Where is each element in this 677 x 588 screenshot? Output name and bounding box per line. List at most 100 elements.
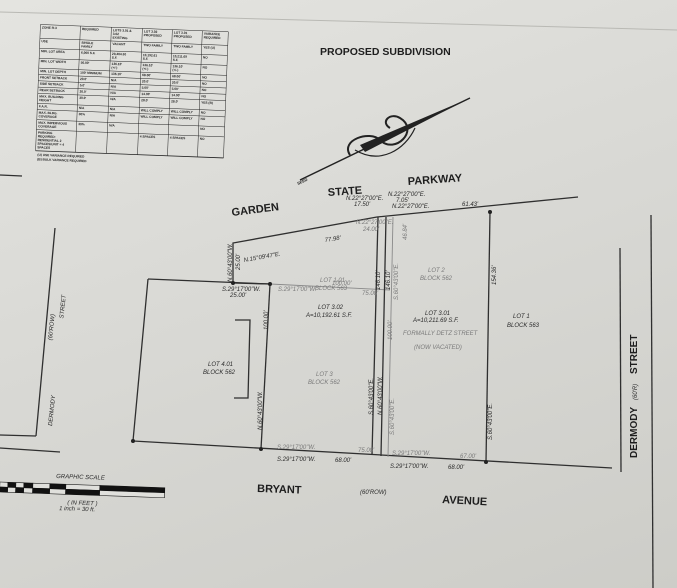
scale-segment <box>7 481 17 488</box>
scale-bar <box>0 481 166 499</box>
former-street-label: FORMALLY DETZ STREET <box>403 331 479 337</box>
dimension-label: S.60°43'00"E. <box>369 378 375 415</box>
table-cell: N/A <box>110 113 116 117</box>
scale-segment <box>15 487 25 494</box>
table-cell: N/A <box>110 97 116 101</box>
dimension-label: N.22°27'00"E. <box>356 220 393 226</box>
street-dermody-right: DERMODY <box>629 407 640 458</box>
north-arrow-icon: SEED <box>296 97 471 186</box>
dimension-label: S.29°17'00"W. <box>277 457 315 463</box>
lot-label: LOT 3 <box>316 372 333 378</box>
graphic-scale-ratio: 1 inch = 30 ft. <box>59 506 95 513</box>
table-cell: MAX. BUILDINGHEIGHT <box>39 94 64 103</box>
table-cell: 100' MINIMUM <box>80 71 102 76</box>
lot-label: LOT 2 <box>428 268 445 274</box>
north-arrow-label: SEED <box>296 177 308 186</box>
table-header-cell: LOT 3.01PROPOSED <box>174 31 193 39</box>
table-col-line <box>137 133 139 155</box>
table-cell: MAX. BLDG.COVERAGE <box>38 111 57 119</box>
table-cell: 10,211.69S.F. <box>173 54 188 62</box>
table-cell: 30% <box>78 122 85 126</box>
street-dermody-left-row: (60'ROW) <box>48 314 57 341</box>
table-cell: SIDE SETBACK <box>40 82 65 87</box>
dimension-label: S.29°17'00"W. <box>278 287 316 293</box>
street-dermody-left: DERMODY <box>48 394 57 426</box>
table-row-line <box>38 67 227 76</box>
table-cell: NO <box>203 55 208 59</box>
table-col-line <box>106 132 108 154</box>
table-cell: N/A <box>111 84 117 88</box>
graphic-scale: GRAPHIC SCALE ( IN FEET ) 1 inch = 30 ft… <box>0 474 166 513</box>
table-cell: 5.0' <box>80 83 86 87</box>
scale-segment <box>15 482 25 489</box>
table-cell: YES (B) <box>201 101 213 105</box>
street-bryant: BRYANT <box>257 483 302 497</box>
scale-segment <box>99 490 165 499</box>
table-cell: REAR SETBACK <box>39 88 65 93</box>
table-cell: MIN. LOT WIDTH <box>41 59 67 64</box>
table-row-line <box>37 109 226 118</box>
dimension-label: N.22°27'00"E. <box>388 192 425 198</box>
table-cell: 68.00' <box>172 74 181 78</box>
lot-area-label: A=10,192.61 S.F. <box>305 313 352 319</box>
table-cell: VACANT <box>112 42 125 46</box>
table-header-cell: LOT 3.02PROPOSED <box>144 29 163 37</box>
scale-segment <box>23 487 34 494</box>
table-row-line <box>36 119 225 128</box>
lot-area-label: A=10,211.69 S.F. <box>412 318 459 324</box>
graphic-scale-unit: ( IN FEET ) <box>67 500 98 507</box>
dimension-label: S.29°17'00"W. <box>222 287 260 293</box>
street-avenue: AVENUE <box>442 494 488 508</box>
graphic-scale-title: GRAPHIC SCALE <box>56 474 106 482</box>
table-cell: 30.0' <box>79 96 86 100</box>
table-cell: 20,404.30S.F. <box>112 52 127 60</box>
table-cell: NO <box>202 82 207 86</box>
table-cell: FRONT SETBACK <box>40 75 68 80</box>
table-row-line <box>39 57 228 66</box>
table-header-cell: REQUIRED <box>82 27 100 32</box>
table-note: (B) BULK VARIANCE REQUIRED <box>37 157 87 163</box>
table-cell: SINGLEFAMILY <box>81 41 94 49</box>
table-cell: 20.0' <box>142 79 149 83</box>
lot-label: LOT 3.01 <box>425 311 450 317</box>
table-row-line <box>38 86 226 95</box>
table-cell: 5.00' <box>142 86 149 90</box>
dimension-label: N.60°43'00"W. <box>258 391 264 430</box>
table-cell: 136.10'(+/-) <box>111 62 122 70</box>
dimension-labels: N.15°09'47"E. 77.98' N.22°27'00"E. 17.50… <box>222 192 498 471</box>
table-cell: 50.00' <box>81 61 90 65</box>
table-cell: 136.10'(+/-) <box>142 63 153 71</box>
table-cell: NO <box>202 88 207 92</box>
table-cell: 28.0' <box>141 98 148 102</box>
scale-segment <box>32 487 51 495</box>
table-cell: 4 SPACES <box>170 136 186 141</box>
table-col-line <box>201 30 203 45</box>
lot-block-label: BLOCK 563 <box>507 323 540 329</box>
table-cell: TWO FAMILY <box>143 43 164 48</box>
lot-block-label: BLOCK 562 <box>420 276 453 282</box>
table-col-line <box>39 24 41 39</box>
scale-segment <box>65 488 101 496</box>
street-garden: GARDEN <box>231 201 280 219</box>
table-cell: N/A <box>110 107 116 111</box>
table-row-line <box>38 74 227 82</box>
table-header-cell: LOTS 3.01 &3.02EXISTING <box>113 28 133 40</box>
scale-segment <box>7 486 17 493</box>
table-cell: USE <box>41 39 48 43</box>
dimension-label: 68.00' <box>448 465 465 471</box>
table-cell: MIN. LOT DEPTH <box>40 69 67 74</box>
table-cell: F.A.R. <box>39 104 48 108</box>
dimension-label: 25.00' <box>229 293 247 299</box>
table-cell: NO <box>201 111 206 115</box>
dimension-label: S.60°43'00"E. <box>488 403 494 440</box>
street-dermody-right-row: (60'R) <box>633 384 639 400</box>
table-cell: N/A <box>79 106 85 110</box>
table-col-line <box>171 29 173 44</box>
dimension-label: 68.00' <box>335 458 352 464</box>
table-cell: NO <box>200 137 205 141</box>
dimension-label: 100.00' <box>264 310 270 330</box>
property-lines <box>0 174 622 473</box>
table-col-line <box>141 28 143 43</box>
